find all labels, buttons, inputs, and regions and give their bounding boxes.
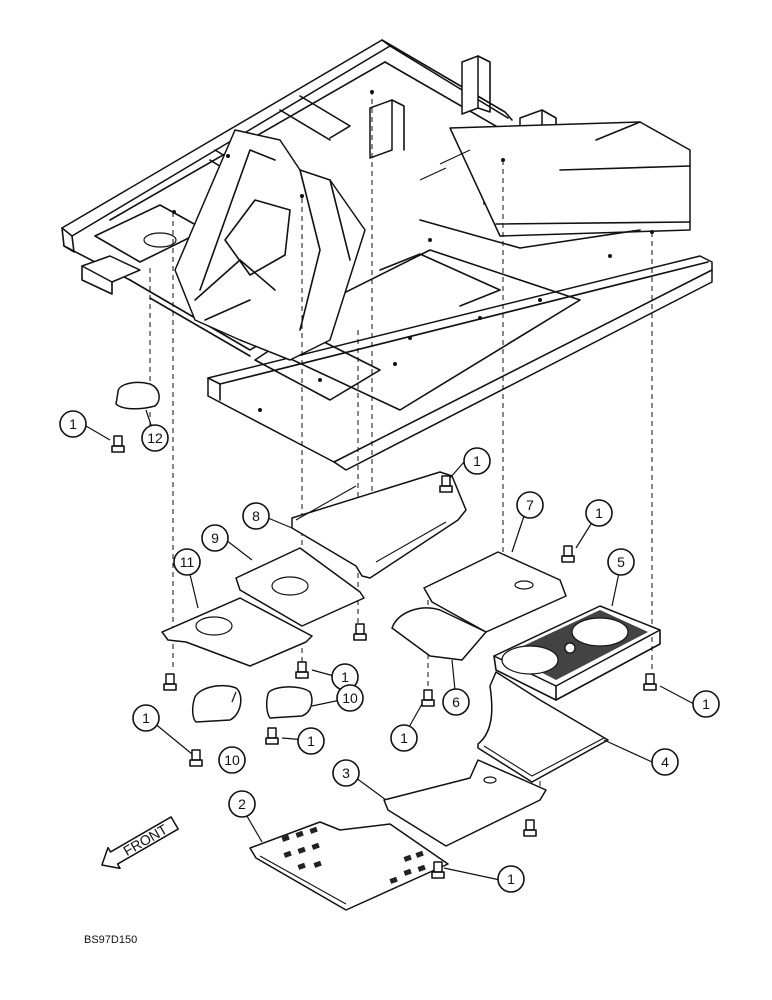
callout-label: 10 — [224, 752, 240, 768]
callout-label: 7 — [526, 497, 534, 513]
bolt-icon — [353, 623, 367, 641]
callout-7: 7 — [516, 491, 544, 519]
callout-label: 1 — [69, 416, 77, 432]
callout-10a: 10 — [336, 684, 364, 712]
cover-12 — [115, 381, 160, 410]
callout-11: 11 — [173, 548, 201, 576]
plate-4 — [477, 671, 609, 783]
plate-11 — [161, 597, 313, 667]
callout-8: 8 — [242, 502, 270, 530]
callout-label: 11 — [180, 554, 195, 570]
plate-2 — [249, 821, 449, 911]
plate-8 — [291, 471, 467, 579]
callout-1b: 1 — [463, 447, 491, 475]
upper-frame — [61, 39, 713, 471]
bolt-icon — [561, 545, 575, 563]
callout-label: 1 — [400, 730, 408, 746]
bolt-icon — [439, 475, 453, 493]
callout-12: 12 — [141, 424, 169, 452]
bolt-icon — [523, 819, 537, 837]
callout-label: 5 — [617, 554, 625, 570]
bolt-icon — [163, 673, 177, 691]
callout-1a: 1 — [59, 410, 87, 438]
callout-3: 3 — [332, 759, 360, 787]
callout-label: 6 — [452, 694, 460, 710]
callout-label: 8 — [252, 508, 260, 524]
bolt-icon — [111, 435, 125, 453]
drawing-code: BS97D150 — [84, 934, 137, 946]
callout-4: 4 — [651, 748, 679, 776]
callout-6: 6 — [442, 688, 470, 716]
callout-label: 1 — [142, 710, 150, 726]
bolt-icon — [421, 689, 435, 707]
plate-7 — [423, 551, 567, 633]
plate-6 — [391, 607, 487, 661]
callout-label: 1 — [702, 696, 710, 712]
callout-1h: 1 — [692, 690, 720, 718]
callout-5: 5 — [607, 548, 635, 576]
callout-1g: 1 — [297, 727, 325, 755]
bolt-icon — [265, 727, 279, 745]
bolt-icon — [643, 673, 657, 691]
callout-label: 1 — [473, 453, 481, 469]
callout-label: 12 — [147, 430, 163, 446]
callout-label: 1 — [307, 733, 315, 749]
callout-label: 4 — [661, 754, 669, 770]
bolt-icon — [295, 661, 309, 679]
callout-label: 1 — [341, 669, 349, 685]
cover-10-right — [265, 686, 313, 719]
callout-1e: 1 — [390, 724, 418, 752]
front-arrow-icon — [101, 816, 179, 870]
callout-label: 2 — [238, 796, 246, 812]
callout-10b: 10 — [218, 746, 246, 774]
plate-3 — [383, 759, 547, 847]
screen-5 — [493, 605, 661, 701]
bolts — [111, 435, 657, 879]
callout-label: 3 — [342, 765, 350, 781]
callout-2: 2 — [228, 790, 256, 818]
bolt-icon — [431, 861, 445, 879]
callout-1f: 1 — [132, 704, 160, 732]
front-arrow: FRONT — [101, 816, 179, 870]
callout-label: 10 — [342, 690, 358, 706]
callout-1c: 1 — [585, 499, 613, 527]
callout-label: 9 — [211, 530, 219, 546]
front-label: FRONT — [120, 821, 170, 859]
callout-9: 9 — [201, 524, 229, 552]
cover-10-left — [191, 684, 242, 723]
callout-label: 1 — [507, 871, 515, 887]
callout-1i: 1 — [497, 865, 525, 893]
callout-label: 1 — [595, 505, 603, 521]
bolt-icon — [189, 749, 203, 767]
